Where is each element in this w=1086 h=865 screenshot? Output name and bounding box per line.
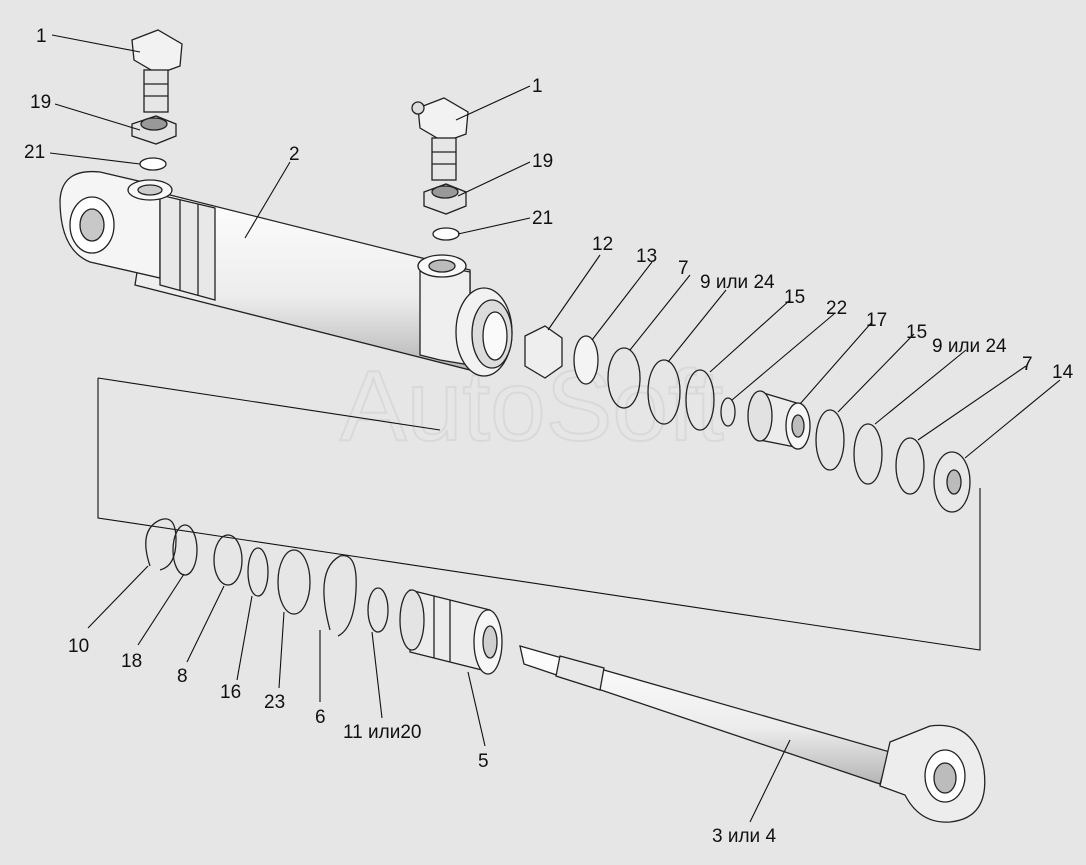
label-3: 3 или 4 [712,826,776,847]
label-18: 18 [121,651,142,672]
elbow-fitting-left [131,29,183,113]
label-9-upper: 9 или 24 [700,272,775,293]
seal-8 [213,534,243,586]
label-19-left: 19 [30,92,51,113]
label-14: 14 [1052,362,1074,383]
seal-9a [647,359,681,425]
label-17: 17 [866,310,887,331]
label-1-left: 1 [36,26,47,47]
label-11: 11 или20 [343,722,421,743]
oring-22 [720,397,736,427]
label-12: 12 [592,234,613,255]
washer-left [139,157,167,171]
seal-9b [853,423,883,485]
label-7-upper: 7 [678,258,689,279]
assembly-frame [97,378,981,651]
label-1-right: 1 [532,76,543,97]
ring-16 [247,547,269,597]
assembly-axis-upper [97,377,441,431]
snap-ring-10 [145,518,177,571]
label-15-lower: 15 [906,322,927,343]
ring-15a [685,369,715,431]
ring-7b [895,437,925,495]
label-6: 6 [315,707,326,728]
label-23: 23 [264,692,285,713]
washer-13 [573,335,599,385]
ring-23 [277,549,311,615]
label-10: 10 [68,636,89,657]
label-9-lower: 9 или 24 [932,336,1007,357]
label-5: 5 [478,751,489,772]
callout-labels: 1 19 21 2 1 19 21 12 13 7 9 или 24 15 22… [24,26,1074,847]
nut-left [131,115,177,145]
nut-right [423,183,467,215]
piston-17 [747,390,811,450]
leader-lines [49,34,1061,823]
seal-11 [367,587,389,633]
ring-15b [815,409,845,471]
label-19-right: 19 [532,151,553,172]
label-21-right: 21 [532,208,553,229]
end-cap-14 [933,451,971,513]
label-7-lower: 7 [1022,354,1033,375]
piston-rod [519,645,986,823]
elbow-fitting-right [411,97,469,181]
label-13: 13 [636,246,657,267]
label-2: 2 [289,144,300,165]
retaining-ring-6 [323,555,357,637]
label-21-left: 21 [24,142,45,163]
ring-18 [172,524,198,576]
ring-7a [607,347,641,409]
label-15-upper: 15 [784,287,805,308]
hex-nut [524,325,563,379]
label-8: 8 [177,666,188,687]
label-16: 16 [220,682,241,703]
gland-5 [399,589,503,675]
label-22: 22 [826,298,847,319]
washer-right [432,227,460,241]
cylinder-body [59,170,513,377]
